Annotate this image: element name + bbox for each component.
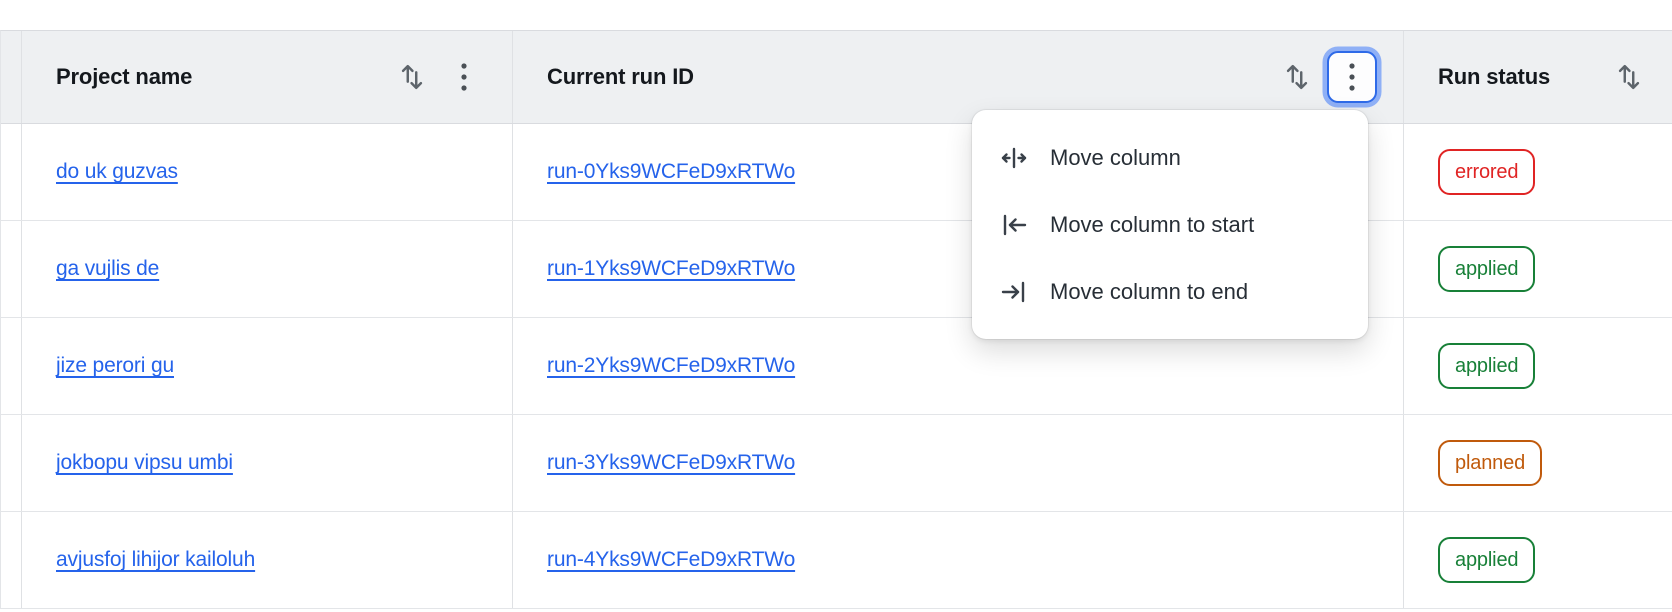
menu-item-move-column-to-end[interactable]: Move column to end bbox=[972, 258, 1368, 325]
table-row: ga vujlis de run-1Yks9WCFeD9xRTWo applie… bbox=[1, 221, 1672, 318]
table-header-row: Project name Current run ID bbox=[1, 31, 1672, 124]
run-id-cell: run-0Yks9WCFeD9xRTWo bbox=[513, 124, 1404, 220]
column-title: Project name bbox=[56, 64, 193, 89]
menu-item-move-column-to-start[interactable]: Move column to start bbox=[972, 191, 1368, 258]
kebab-vertical-dots-icon bbox=[1349, 63, 1355, 91]
run-id-link[interactable]: run-1Yks9WCFeD9xRTWo bbox=[547, 257, 796, 280]
up-down-arrows-icon bbox=[1286, 64, 1308, 90]
gutter-cell bbox=[1, 221, 22, 317]
project-link[interactable]: do uk guzvas bbox=[56, 160, 178, 183]
table-row: jize perori gu run-2Yks9WCFeD9xRTWo appl… bbox=[1, 318, 1672, 415]
table-row: avjusfoj lihijor kailoluh run-4Yks9WCFeD… bbox=[1, 512, 1672, 609]
run-status-cell: applied bbox=[1404, 221, 1672, 317]
projects-table: Project name Current run ID bbox=[0, 30, 1672, 609]
column-title: Current run ID bbox=[547, 64, 694, 89]
table-row: jokbopu vipsu umbi run-3Yks9WCFeD9xRTWo … bbox=[1, 415, 1672, 512]
up-down-arrows-icon bbox=[401, 64, 423, 90]
run-id-link[interactable]: run-4Yks9WCFeD9xRTWo bbox=[547, 548, 796, 571]
move-column-to-start-icon bbox=[1003, 214, 1027, 235]
column-options-button[interactable] bbox=[442, 51, 486, 103]
run-status-cell: applied bbox=[1404, 512, 1672, 608]
menu-item-label: Move column to start bbox=[1050, 211, 1255, 237]
column-header-current-run-id: Current run ID bbox=[513, 31, 1404, 123]
project-link[interactable]: avjusfoj lihijor kailoluh bbox=[56, 548, 256, 571]
project-name-cell: jize perori gu bbox=[22, 318, 513, 414]
status-badge: applied bbox=[1438, 246, 1536, 292]
project-link[interactable]: jokbopu vipsu umbi bbox=[56, 451, 233, 474]
run-id-cell: run-1Yks9WCFeD9xRTWo bbox=[513, 221, 1404, 317]
run-id-cell: run-3Yks9WCFeD9xRTWo bbox=[513, 415, 1404, 511]
column-header-project-name: Project name bbox=[22, 31, 513, 123]
gutter-cell bbox=[1, 512, 22, 608]
run-id-link[interactable]: run-2Yks9WCFeD9xRTWo bbox=[547, 354, 796, 377]
menu-item-label: Move column to end bbox=[1050, 278, 1249, 304]
sort-button[interactable] bbox=[1611, 55, 1647, 99]
status-badge: applied bbox=[1438, 343, 1536, 389]
project-name-cell: jokbopu vipsu umbi bbox=[22, 415, 513, 511]
move-column-to-end-icon bbox=[1001, 281, 1025, 302]
gutter-cell bbox=[1, 415, 22, 511]
sort-button[interactable] bbox=[1279, 55, 1315, 99]
sort-button[interactable] bbox=[394, 55, 430, 99]
status-badge: applied bbox=[1438, 537, 1536, 583]
gutter-cell bbox=[1, 318, 22, 414]
status-badge: planned bbox=[1438, 440, 1543, 486]
project-link[interactable]: jize perori gu bbox=[56, 354, 174, 377]
run-status-cell: errored bbox=[1404, 124, 1672, 220]
move-column-icon bbox=[1001, 147, 1027, 168]
menu-item-label: Move column bbox=[1050, 144, 1181, 170]
project-name-cell: avjusfoj lihijor kailoluh bbox=[22, 512, 513, 608]
run-id-link[interactable]: run-3Yks9WCFeD9xRTWo bbox=[547, 451, 796, 474]
kebab-vertical-dots-icon bbox=[461, 63, 467, 91]
table-row: do uk guzvas run-0Yks9WCFeD9xRTWo errore… bbox=[1, 124, 1672, 221]
column-title: Run status bbox=[1438, 64, 1551, 89]
top-whitespace bbox=[0, 0, 1672, 30]
project-link[interactable]: ga vujlis de bbox=[56, 257, 160, 280]
status-badge: errored bbox=[1438, 149, 1536, 195]
column-options-button-active[interactable] bbox=[1327, 51, 1377, 103]
column-header-run-status: Run status bbox=[1404, 31, 1672, 123]
up-down-arrows-icon bbox=[1618, 64, 1640, 90]
run-id-cell: run-4Yks9WCFeD9xRTWo bbox=[513, 512, 1404, 608]
column-options-menu: Move column Move column to start Move co… bbox=[972, 110, 1368, 339]
project-name-cell: do uk guzvas bbox=[22, 124, 513, 220]
run-id-cell: run-2Yks9WCFeD9xRTWo bbox=[513, 318, 1404, 414]
project-name-cell: ga vujlis de bbox=[22, 221, 513, 317]
run-status-cell: planned bbox=[1404, 415, 1672, 511]
run-status-cell: applied bbox=[1404, 318, 1672, 414]
run-id-link[interactable]: run-0Yks9WCFeD9xRTWo bbox=[547, 160, 796, 183]
gutter-cell bbox=[1, 124, 22, 220]
menu-item-move-column[interactable]: Move column bbox=[972, 124, 1368, 191]
gutter-header-cell bbox=[1, 31, 22, 123]
